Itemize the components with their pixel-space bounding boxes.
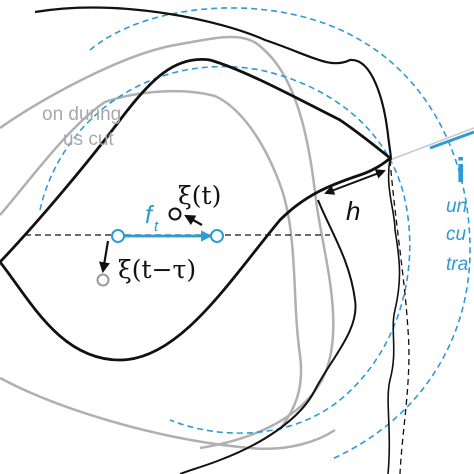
uncut-label-line1: un <box>446 196 467 217</box>
current-cut-surface-lower-curve <box>179 199 357 474</box>
xi-t-label: ξ(t) <box>178 181 221 210</box>
chip-thickness-double-arrow <box>324 169 386 195</box>
tool-edge-dashed-line <box>389 159 410 474</box>
chip-thickness-label: h <box>346 196 360 226</box>
xi-t-tau-circle <box>96 273 110 287</box>
current-cut-lens-upper-curve <box>0 57 391 263</box>
xi-t-tau-arrow <box>99 240 110 274</box>
xi-t-tau-label: ξ(t−τ) <box>118 255 196 284</box>
previous-cut-inner-curve <box>0 89 303 431</box>
force-origin-circle <box>111 229 125 243</box>
edge-glyph-label: i <box>456 152 465 190</box>
tool-direction-line <box>389 127 474 161</box>
tool-trajectory-arrow <box>429 130 474 150</box>
uncut-label-line3: tra <box>446 254 468 275</box>
force-subscript: t <box>154 218 159 235</box>
force-label: f <box>145 201 155 229</box>
previous-cut-lower-curve <box>0 376 336 450</box>
force-end-circle <box>210 229 224 243</box>
uncut-label-line2: cu <box>446 224 467 245</box>
xi-t-arrow <box>184 214 203 226</box>
previous-cut-label-line1: on during <box>42 104 121 125</box>
current-cut-right-wavy-curve <box>387 157 401 474</box>
current-cut-tool-upper-curve <box>34 6 392 162</box>
uncut-trajectory-circle-outer <box>89 7 471 461</box>
xi-t-circle <box>168 207 182 221</box>
previous-cut-outer-curve <box>0 35 335 450</box>
previous-cut-label-line2: us cut <box>63 129 114 150</box>
